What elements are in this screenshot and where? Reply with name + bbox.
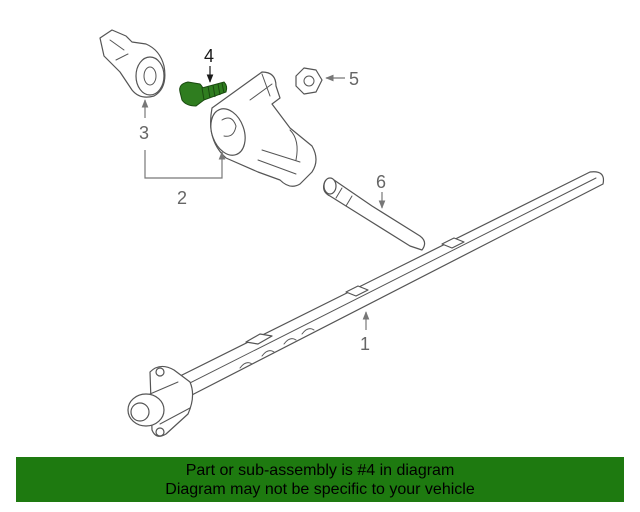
part-3-bracket[interactable] [99, 29, 166, 98]
part-2-housing[interactable] [205, 71, 317, 187]
part-1-tube[interactable] [127, 171, 605, 437]
callout-2: 2 [177, 188, 187, 208]
part-4-bolt[interactable] [179, 81, 228, 107]
callout-6: 6 [376, 172, 386, 192]
info-banner: Part or sub-assembly is #4 in diagram Di… [16, 457, 624, 502]
callout-4: 4 [204, 46, 214, 66]
callout-5: 5 [349, 69, 359, 89]
callout-1: 1 [360, 334, 370, 354]
banner-line-2: Diagram may not be specific to your vehi… [165, 480, 475, 498]
leader-lines [141, 66, 386, 330]
part-6-rod[interactable] [323, 177, 426, 251]
banner-line-1: Part or sub-assembly is #4 in diagram [185, 461, 455, 479]
part-5-nut[interactable] [295, 67, 323, 95]
callout-3: 3 [139, 123, 149, 143]
